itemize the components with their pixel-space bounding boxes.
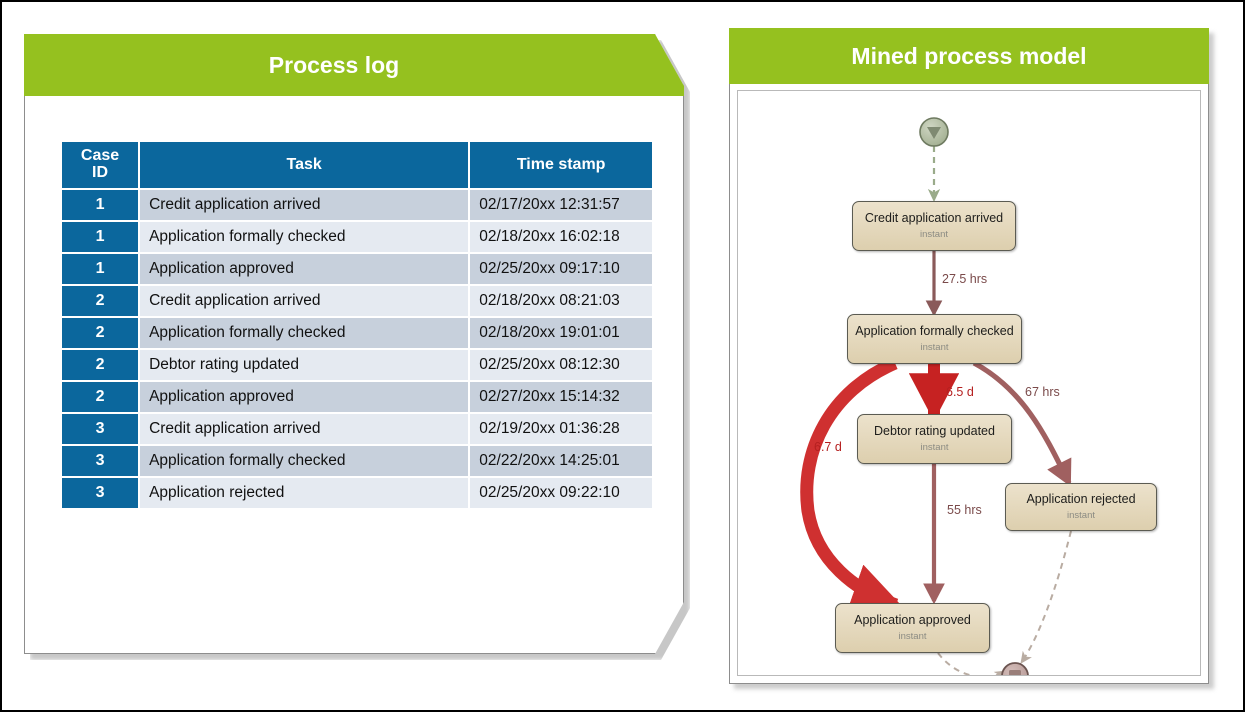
cell-timestamp: 02/18/20xx 19:01:01 (470, 317, 652, 348)
cell-timestamp: 02/17/20xx 12:31:57 (470, 189, 652, 220)
cell-case-id: 3 (62, 477, 139, 508)
cell-timestamp: 02/25/20xx 09:22:10 (470, 477, 652, 508)
cell-case-id: 3 (62, 445, 139, 476)
node-application-rejected[interactable]: Application rejected instant (1005, 483, 1157, 531)
node-title: Debtor rating updated (874, 424, 995, 439)
cell-case-id: 2 (62, 285, 139, 316)
edge-label-67-hrs: 67 hrs (1025, 385, 1060, 399)
cell-task: Debtor rating updated (140, 349, 469, 380)
node-subtitle: instant (898, 630, 927, 642)
column-header-case-id: Case ID (62, 142, 139, 188)
edge-67-hrs (972, 360, 1072, 487)
cell-case-id: 2 (62, 317, 139, 348)
column-header-timestamp: Time stamp (470, 142, 652, 188)
edge-label-27-5-hrs: 27.5 hrs (942, 272, 988, 286)
cell-timestamp: 02/18/20xx 16:02:18 (470, 221, 652, 252)
process-log-table-head: Case ID Task Time stamp (62, 142, 652, 188)
column-header-task: Task (140, 142, 469, 188)
cell-task: Application approved (140, 381, 469, 412)
edge-label-6-7-d: 6.7 d (814, 440, 842, 454)
cell-timestamp: 02/22/20xx 14:25:01 (470, 445, 652, 476)
edge-label-6-5-d: 6.5 d (946, 385, 974, 399)
cell-task: Credit application arrived (140, 413, 469, 444)
mined-process-model-header: Mined process model (729, 28, 1209, 84)
mined-process-model-panel: Mined process model (729, 28, 1214, 689)
cell-timestamp: 02/19/20xx 01:36:28 (470, 413, 652, 444)
node-title: Application approved (854, 613, 971, 628)
cell-case-id: 2 (62, 381, 139, 412)
cell-case-id: 1 (62, 221, 139, 252)
edge-6-7-d (800, 357, 904, 617)
cell-task: Application formally checked (140, 317, 469, 348)
process-model-canvas: Credit application arrived instant Appli… (737, 90, 1201, 676)
node-subtitle: instant (1067, 509, 1095, 521)
end-event-icon (1001, 662, 1029, 675)
case-id-line1: Case (80, 147, 120, 164)
edge-application-rejected-to-end (1020, 530, 1072, 664)
cell-case-id: 2 (62, 349, 139, 380)
cell-case-id: 3 (62, 413, 139, 444)
start-event-icon (919, 117, 949, 147)
case-id-line2: ID (92, 163, 109, 181)
node-title: Credit application arrived (864, 211, 1004, 226)
node-subtitle: instant (920, 228, 948, 240)
cell-task: Application approved (140, 253, 469, 284)
cell-task: Application formally checked (140, 445, 469, 476)
cell-case-id: 1 (62, 189, 139, 220)
node-title: Application rejected (1026, 492, 1136, 507)
edge-application-approved-to-end (937, 652, 1007, 675)
cell-task: Credit application arrived (140, 285, 469, 316)
process-log-title: Process log (268, 51, 400, 78)
mined-process-model-title: Mined process model (851, 42, 1087, 69)
cell-timestamp: 02/18/20xx 08:21:03 (470, 285, 652, 316)
node-application-formally-checked[interactable]: Application formally checked instant (847, 314, 1022, 364)
node-credit-application-arrived[interactable]: Credit application arrived instant (852, 201, 1016, 251)
node-title: Application formally checked (855, 324, 1014, 339)
cell-timestamp: 02/25/20xx 09:17:10 (470, 253, 652, 284)
table-header-row: Case ID Task Time stamp (62, 142, 652, 188)
node-debtor-rating-updated[interactable]: Debtor rating updated instant (857, 414, 1012, 464)
node-subtitle: instant (920, 441, 949, 453)
node-application-approved[interactable]: Application approved instant (835, 603, 990, 653)
cell-timestamp: 02/27/20xx 15:14:32 (470, 381, 652, 412)
edge-label-55-hrs: 55 hrs (947, 503, 982, 517)
cell-task: Application rejected (140, 477, 469, 508)
process-model-edges (800, 117, 1072, 675)
node-subtitle: instant (920, 341, 949, 353)
process-log-header: Process log (24, 34, 684, 96)
cell-task: Credit application arrived (140, 189, 469, 220)
cell-case-id: 1 (62, 253, 139, 284)
cell-timestamp: 02/25/20xx 08:12:30 (470, 349, 652, 380)
cell-task: Application formally checked (140, 221, 469, 252)
